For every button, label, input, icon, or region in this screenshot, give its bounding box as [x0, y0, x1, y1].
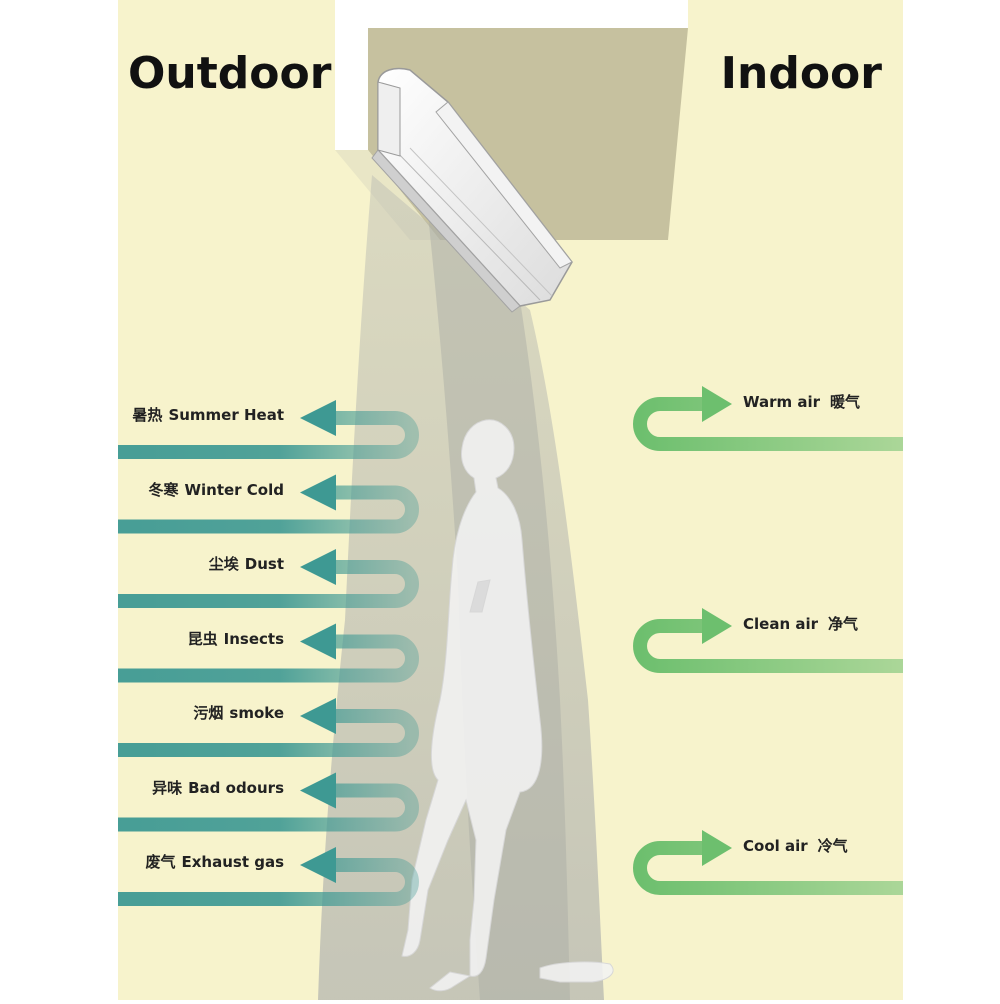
- indoor-label-cn: 暖气: [830, 393, 861, 411]
- outdoor-label-en: Exhaust gas: [181, 853, 284, 871]
- outdoor-arrowhead-3: [300, 549, 336, 585]
- outdoor-label-5: 污烟 smoke: [193, 706, 284, 721]
- outdoor-arrowhead-2: [300, 474, 336, 511]
- outdoor-label-7: 废气 Exhaust gas: [145, 855, 284, 870]
- outdoor-label-en: Winter Cold: [184, 480, 284, 499]
- outdoor-label-6: 异味 Bad odours: [152, 778, 284, 797]
- outdoor-arrow-2: [118, 485, 419, 534]
- outdoor-label-en: smoke: [229, 704, 284, 722]
- outdoor-label-en: Summer Heat: [168, 406, 284, 424]
- outdoor-arrow-6: [118, 783, 419, 832]
- outdoor-label-2: 冬寒 Winter Cold: [148, 480, 284, 499]
- indoor-label-cn: 冷气: [817, 837, 848, 855]
- outdoor-label-en: Dust: [244, 555, 284, 573]
- outdoor-arrow-7: [118, 858, 419, 906]
- outdoor-arrow-5: [118, 709, 419, 757]
- outdoor-label-cn: 昆虫: [187, 629, 218, 648]
- indoor-label-cn: 净气: [828, 615, 859, 633]
- outdoor-arrowhead-1: [300, 400, 336, 436]
- outdoor-arrow-4: [118, 634, 419, 683]
- outdoor-arrows-group: [118, 400, 419, 906]
- outdoor-label-cn: 尘埃: [208, 555, 239, 573]
- outdoor-label-cn: 冬寒: [148, 480, 179, 499]
- outdoor-label-en: Bad odours: [188, 778, 284, 797]
- outdoor-label-cn: 暑热: [132, 406, 163, 424]
- indoor-label-en: Clean air: [743, 615, 819, 633]
- walking-woman-icon: [401, 419, 614, 992]
- indoor-label-2: Clean air 净气: [743, 617, 858, 632]
- outdoor-arrow-1: [118, 411, 419, 459]
- outdoor-arrowhead-7: [300, 847, 336, 883]
- outdoor-arrowhead-4: [300, 623, 336, 660]
- indoor-label-3: Cool air 冷气: [743, 839, 848, 854]
- outdoor-label-en: Insects: [223, 629, 284, 648]
- outdoor-arrowhead-6: [300, 772, 336, 809]
- indoor-label-1: Warm air 暖气: [743, 395, 860, 410]
- outdoor-label-4: 昆虫 Insects: [187, 629, 284, 648]
- air-curtain-unit-icon: [371, 67, 573, 313]
- outdoor-label-cn: 污烟: [193, 704, 224, 722]
- outdoor-label-cn: 异味: [152, 778, 183, 797]
- indoor-label-en: Cool air: [743, 837, 808, 855]
- indoor-arrow-3: [633, 841, 903, 895]
- wall-edge: [335, 0, 688, 150]
- indoor-arrowhead-1: [702, 386, 732, 422]
- indoor-arrow-2: [633, 619, 903, 673]
- outdoor-arrowhead-5: [300, 698, 336, 734]
- outdoor-label-cn: 废气: [145, 853, 176, 871]
- indoor-arrows-group: [633, 386, 903, 895]
- outdoor-arrow-3: [118, 560, 419, 608]
- outdoor-label-1: 暑热 Summer Heat: [132, 408, 284, 423]
- outdoor-label-3: 尘埃 Dust: [209, 557, 284, 572]
- indoor-arrowhead-3: [702, 830, 732, 866]
- indoor-label-en: Warm air: [743, 393, 821, 411]
- indoor-arrowhead-2: [702, 608, 732, 644]
- indoor-arrow-1: [633, 397, 903, 451]
- outdoor-title: Outdoor: [128, 48, 332, 99]
- indoor-title: Indoor: [720, 48, 882, 99]
